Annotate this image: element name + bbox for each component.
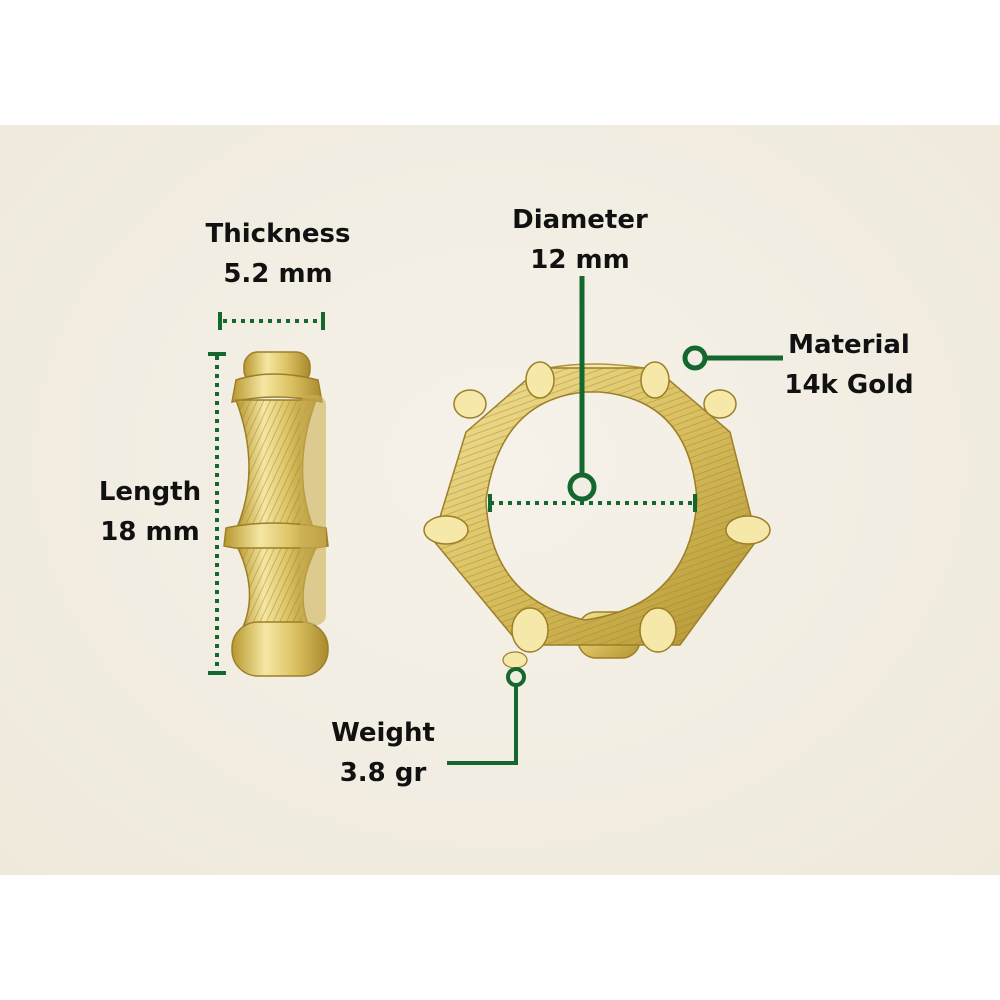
annotations [208, 276, 783, 765]
thickness-title: Thickness [205, 219, 351, 249]
front-view-hoop [423, 361, 771, 669]
weight-label: Weight 3.8 gr [318, 713, 448, 793]
material-label: Material 14k Gold [774, 325, 924, 405]
weight-pointer-dot [506, 667, 526, 687]
earring-illustration [208, 276, 783, 765]
side-view-earring [223, 351, 329, 677]
diameter-label: Diameter 12 mm [500, 200, 660, 280]
weight-title: Weight [331, 718, 435, 748]
length-label: Length 18 mm [90, 472, 210, 552]
thickness-value: 5.2 mm [223, 259, 333, 289]
length-value: 18 mm [100, 517, 200, 547]
diameter-value: 12 mm [530, 245, 630, 275]
material-pointer-dot [682, 345, 708, 371]
thickness-label: Thickness 5.2 mm [198, 214, 358, 294]
weight-pointer-line [447, 685, 518, 765]
diameter-pointer-dot [567, 472, 597, 502]
length-title: Length [98, 477, 202, 507]
material-title: Material [788, 330, 910, 360]
product-image-panel: Thickness 5.2 mm Diameter 12 mm Material… [0, 125, 1000, 875]
diameter-title: Diameter [512, 205, 648, 235]
material-value: 14k Gold [784, 370, 914, 400]
weight-value: 3.8 gr [339, 758, 427, 788]
